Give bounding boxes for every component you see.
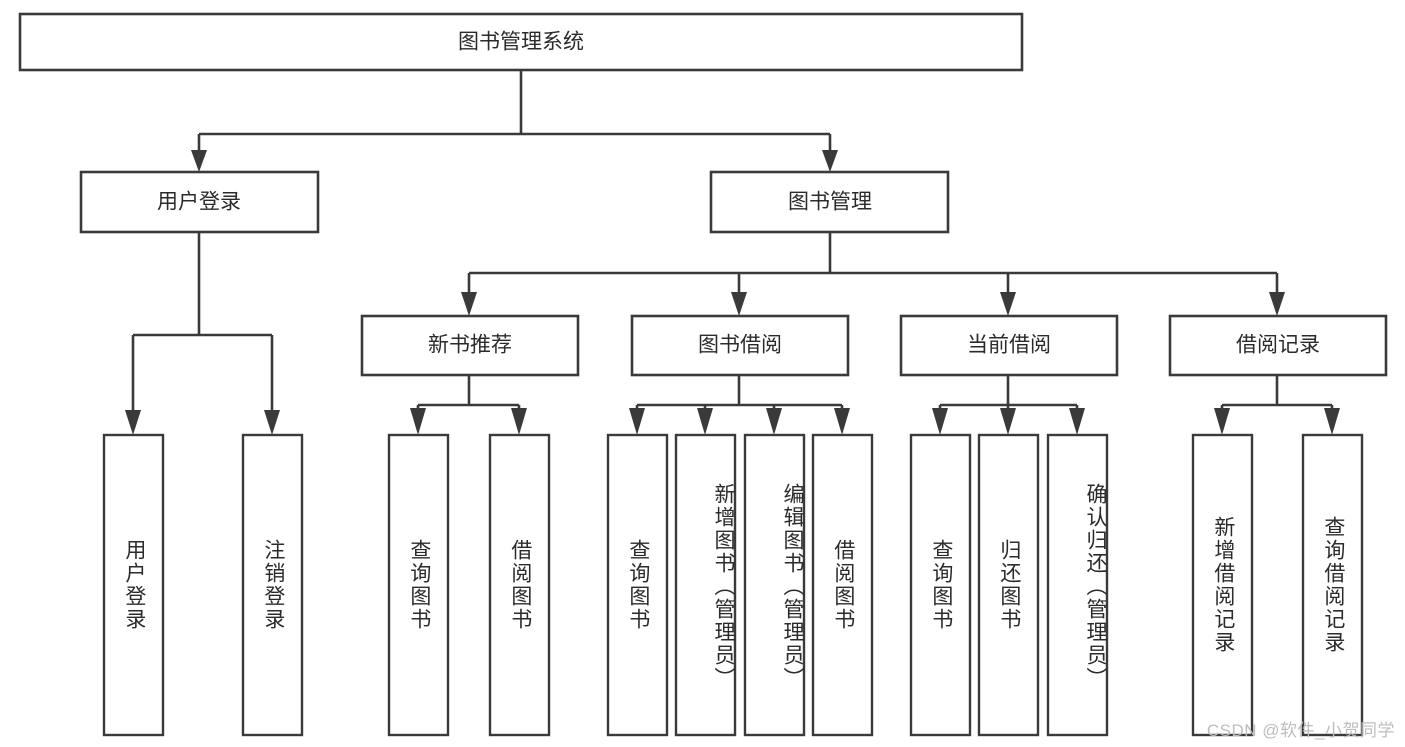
node-current-borrow-label: 当前借阅 — [967, 334, 1051, 357]
node-leaf-edit-book[interactable] — [743, 433, 806, 737]
arrowhead-leaf-user-login — [125, 410, 141, 435]
node-leaf-confirm-return[interactable] — [1046, 433, 1109, 737]
arrowhead-leaf-add-record — [1214, 408, 1230, 435]
arrowhead-leaf-add-book — [697, 408, 713, 435]
node-root[interactable] — [18, 12, 1024, 72]
node-leaf-query-book-2[interactable] — [606, 433, 669, 737]
arrowhead-leaf-edit-book — [766, 408, 782, 435]
arrowhead-book-management — [822, 150, 838, 172]
node-book-management[interactable] — [709, 170, 950, 234]
node-user-login[interactable] — [79, 170, 320, 234]
edge-layer — [125, 70, 1340, 435]
arrowhead-leaf-query-book-3 — [932, 408, 948, 435]
node-book-borrow[interactable] — [630, 314, 850, 377]
node-leaf-query-book-3[interactable] — [909, 433, 972, 737]
arrowhead-leaf-return-book — [1000, 408, 1016, 435]
node-current-borrow[interactable] — [899, 314, 1119, 377]
arrowhead-user-login — [191, 150, 207, 172]
arrowhead-leaf-query-book-1 — [410, 408, 426, 435]
node-layer: 图书管理系统 用户登录 图书管理 新书推荐 图书借阅 当前借阅 借阅记录 — [18, 12, 1388, 737]
node-leaf-borrow-book-1[interactable] — [488, 433, 551, 737]
node-book-borrow-label: 图书借阅 — [698, 334, 782, 357]
node-new-book-recommend-label: 新书推荐 — [428, 334, 512, 357]
node-borrow-record-label: 借阅记录 — [1236, 334, 1320, 357]
node-root-label: 图书管理系统 — [458, 31, 584, 54]
arrowhead-leaf-confirm-return — [1069, 408, 1085, 435]
node-leaf-query-book-1[interactable] — [387, 433, 450, 737]
csdn-watermark: CSDN @软件_小贺同学 — [1206, 721, 1395, 740]
node-new-book-recommend[interactable] — [360, 314, 580, 377]
arrowhead-book-borrow — [731, 292, 747, 316]
arrowhead-leaf-borrow-book-2 — [834, 408, 850, 435]
node-leaf-return-book[interactable] — [977, 433, 1040, 737]
node-leaf-borrow-book-2[interactable] — [811, 433, 874, 737]
node-leaf-add-record[interactable] — [1191, 433, 1254, 737]
node-user-login-label: 用户登录 — [157, 191, 241, 214]
arrowhead-leaf-borrow-book-1 — [511, 408, 527, 435]
node-leaf-user-login[interactable] — [102, 433, 165, 737]
arrowhead-borrow-record — [1269, 292, 1285, 316]
node-leaf-logout-login[interactable] — [241, 433, 304, 737]
arrowhead-current-borrow — [1000, 292, 1016, 316]
node-leaf-add-book[interactable] — [674, 433, 737, 737]
arrowhead-new-book-recommend — [461, 292, 477, 316]
node-book-management-label: 图书管理 — [788, 191, 872, 214]
arrowhead-leaf-logout-login — [264, 410, 280, 435]
arrowhead-leaf-query-book-2 — [629, 408, 645, 435]
node-leaf-query-record[interactable] — [1301, 433, 1364, 737]
node-borrow-record[interactable] — [1168, 314, 1388, 377]
arrowhead-leaf-query-record — [1324, 408, 1340, 435]
